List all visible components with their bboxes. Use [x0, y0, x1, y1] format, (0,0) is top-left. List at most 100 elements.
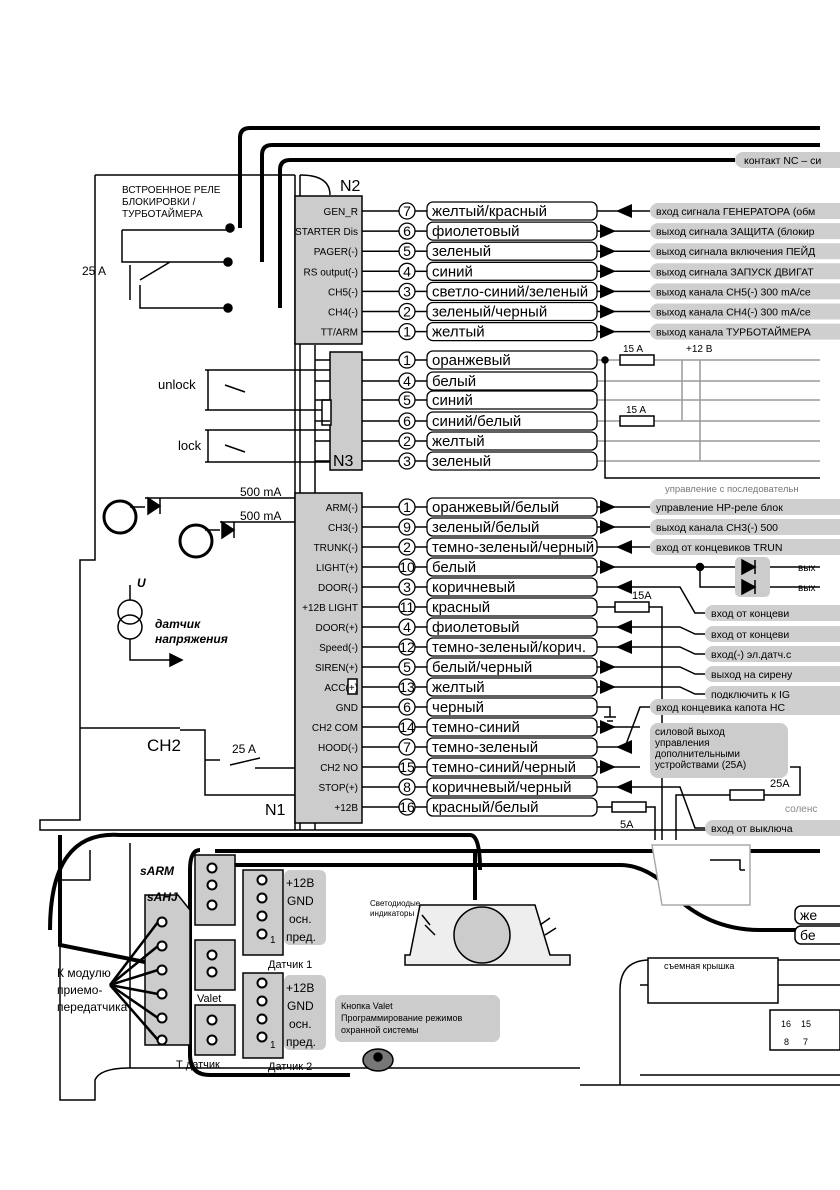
wire-color-tag [426, 431, 598, 451]
leds-label: Светодиодые [370, 899, 421, 908]
output-arrow-icon [600, 244, 616, 259]
signal-label-bg [705, 666, 840, 682]
signal-label-bg [650, 699, 840, 715]
wire-color-label: желтый [432, 679, 485, 696]
pin-label: CH3(-) [328, 523, 358, 534]
diode-icon [741, 558, 757, 596]
signal-label-bg [650, 263, 840, 280]
n3-series-wire [604, 360, 820, 479]
signal-label-bg [650, 283, 840, 300]
signal-label: подключить к IG [711, 689, 790, 701]
pin-label: осн. [289, 912, 312, 926]
output-arrow-icon [600, 560, 616, 574]
relay-wire-1 [238, 126, 820, 228]
pin-label: STOP(+) [318, 783, 358, 794]
sensor-wire [129, 585, 175, 661]
unit-connector [769, 1009, 840, 1051]
wire-number: 6 [403, 223, 411, 239]
wire-number: 13 [399, 679, 415, 695]
wire-color-tag [426, 451, 598, 471]
pin-label: GND [287, 999, 314, 1013]
pin-label: PAGER(-) [314, 247, 358, 258]
battery-icon [651, 844, 751, 906]
wire-color-tag [426, 557, 598, 577]
signal-label-bg [650, 243, 840, 260]
valet-label-bg [335, 995, 500, 1042]
ch2-relay [80, 727, 295, 796]
signal-label: выход канала ТУРБОТАЙМЕРА [656, 326, 811, 339]
power-out-label-bg [650, 723, 788, 778]
wire-color-tag [426, 597, 598, 617]
sensor2-label: Датчик 2 [268, 1061, 312, 1073]
n3-outputs [597, 359, 820, 462]
wire-color-label: зеленый [432, 243, 491, 260]
current-label: 500 mA [240, 485, 281, 499]
removable-cover[interactable] [647, 957, 779, 1004]
plus12-label: +12 В [686, 344, 713, 355]
led-arrows [421, 914, 557, 936]
solenoid-label: соленс [785, 804, 817, 815]
nc-label-bg [735, 152, 840, 168]
signal-label: управление НР-реле блок [656, 502, 783, 514]
connector-n1 [294, 492, 363, 824]
diode-out-label: вых [798, 563, 816, 574]
connector-n3 [329, 351, 363, 471]
output-arrow-icon [600, 720, 616, 734]
output-arrow-icon [600, 660, 616, 674]
wire-tag [794, 905, 840, 925]
valet-button-label: охранной системы [341, 1025, 419, 1035]
pin-label: Speed(-) [319, 643, 358, 654]
connector-pin [256, 874, 268, 886]
valet-label: Valet [197, 993, 221, 1005]
unlock-label: unlock [158, 377, 196, 392]
wire-tag-label: же [800, 907, 817, 923]
wire-number: 7 [403, 203, 411, 219]
harness-wire [58, 835, 161, 967]
output-arrow-icon [600, 224, 616, 239]
pin-label: DOOR(-) [318, 583, 358, 594]
wire-color-label: красный/белый [432, 799, 539, 816]
current-label: 500 mA [240, 509, 281, 523]
wire-number: 6 [403, 699, 411, 715]
connector-pin [206, 879, 218, 891]
sensor1-label-bg [284, 870, 326, 945]
wire-color-label: темно-синий/черный [432, 759, 576, 776]
connector-pin [156, 940, 168, 952]
wire-color-label: белый [432, 373, 476, 390]
input-arrow-icon [616, 740, 632, 754]
conn-num: 7 [803, 1037, 808, 1047]
signal-label: выход на сирену [711, 669, 793, 681]
connector-n1-latch [347, 678, 358, 695]
fuse-15a-label: 15A [632, 590, 652, 602]
junction-dot [695, 562, 705, 572]
wire-number: 1 [403, 499, 411, 515]
input-arrow-icon [616, 540, 632, 554]
signal-label-bg [705, 626, 840, 642]
ch2-fuse-label: 25 A [232, 742, 256, 756]
wire-number: 14 [399, 719, 415, 735]
pin-label: SIREN(+) [315, 663, 358, 674]
input-arrow-icon [616, 204, 632, 218]
wire-color-label: фиолетовый [432, 223, 520, 240]
t-sensor-connector [194, 1004, 236, 1056]
power-out-label: управления [655, 738, 710, 749]
valet-connector [194, 939, 236, 991]
connector-pin [156, 1012, 168, 1024]
connector-pin [156, 988, 168, 1000]
t-sensor-label: Т датчик [176, 1059, 220, 1071]
input-arrow-icon [616, 640, 632, 654]
light-output [597, 566, 820, 588]
fuse-15a [614, 601, 650, 613]
